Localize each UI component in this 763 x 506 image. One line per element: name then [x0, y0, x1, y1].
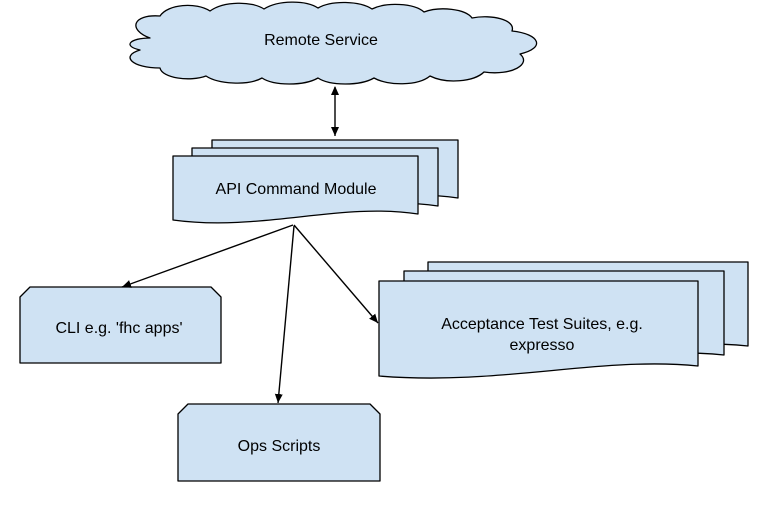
cloud-shape [129, 1, 538, 85]
api-to-cli-arrow [121, 224, 294, 288]
remote-service-label: Remote Service [264, 32, 378, 49]
remote-service-node: Remote Service [129, 1, 538, 85]
cli-node: CLI e.g. 'fhc apps' [19, 286, 222, 364]
document-front-shape [378, 280, 699, 379]
ops-scripts-shape [177, 403, 381, 482]
acceptance-test-suites-node: Acceptance Test Suites, e.g. expresso [378, 261, 749, 379]
cli-shape [19, 286, 222, 364]
api-command-module-node: API Command Module [172, 139, 459, 224]
api-to-acceptance-arrow [293, 224, 379, 324]
api-command-module-label: API Command Module [216, 181, 377, 198]
ops-scripts-node: Ops Scripts [177, 403, 381, 482]
acceptance-test-suites-label-line1: Acceptance Test Suites, e.g. [441, 316, 643, 333]
api-to-ops-scripts-arrow [274, 225, 295, 404]
ops-scripts-label: Ops Scripts [238, 438, 321, 455]
acceptance-test-suites-label-line2: expresso [510, 337, 575, 354]
cli-label: CLI e.g. 'fhc apps' [55, 320, 182, 337]
document-front-shape [172, 155, 419, 224]
